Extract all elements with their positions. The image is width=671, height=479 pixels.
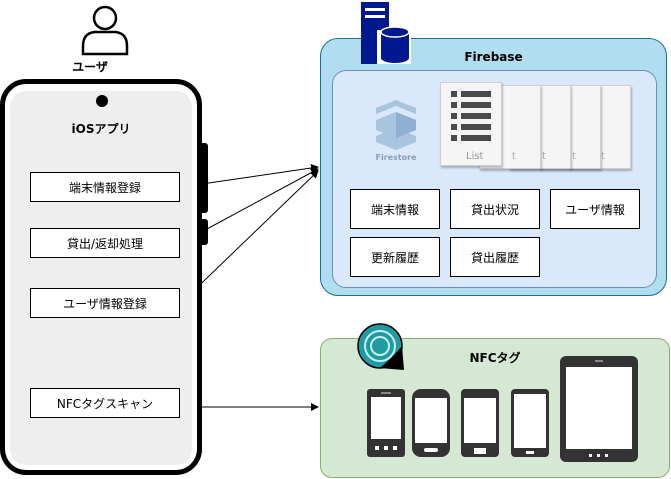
- collection-lending-status: 貸出状況: [450, 189, 540, 229]
- firebase-title: Firebase: [464, 50, 523, 64]
- collection-update-history: 更新履歴: [350, 237, 440, 277]
- camera-icon: [96, 95, 108, 107]
- collection-device-info: 端末情報: [350, 189, 440, 229]
- ios-item-nfc-scan[interactable]: NFCタグスキャン: [30, 388, 180, 418]
- nfc-title: NFCタグ: [469, 351, 521, 365]
- server-database-icon: [361, 2, 411, 64]
- list-caption-partial: t: [512, 151, 516, 162]
- device-icon: [367, 389, 405, 457]
- phone-side-button-small: [201, 219, 208, 245]
- list-icon: [451, 91, 491, 141]
- user-icon: [81, 5, 129, 56]
- device-icon: [412, 389, 450, 457]
- list-caption-partial: t: [542, 151, 546, 162]
- list-card-front: [440, 82, 502, 166]
- list-caption: List: [466, 151, 484, 162]
- collection-user-info: ユーザ情報: [550, 189, 640, 229]
- phone-side-button: [201, 143, 208, 213]
- ios-item-register-device[interactable]: 端末情報登録: [30, 172, 180, 202]
- ios-item-register-user[interactable]: ユーザ情報登録: [30, 288, 180, 318]
- nfc-tag-icon: [357, 323, 404, 370]
- list-caption-partial: t: [601, 151, 605, 162]
- ios-app-title: iOSアプリ: [71, 122, 131, 136]
- list-caption-partial: t: [572, 151, 576, 162]
- collection-lending-history: 貸出履歴: [450, 237, 540, 277]
- arrow-register-user-to-firebase: [180, 170, 319, 304]
- user-label: ユーザ: [72, 60, 108, 74]
- device-icon: [461, 389, 499, 457]
- device-icon: [511, 389, 549, 457]
- firestore-icon: [376, 100, 416, 150]
- firestore-label: Firestore: [375, 153, 417, 162]
- ios-item-lend-return[interactable]: 貸出/返却処理: [30, 228, 180, 258]
- tablet-icon: [560, 356, 638, 462]
